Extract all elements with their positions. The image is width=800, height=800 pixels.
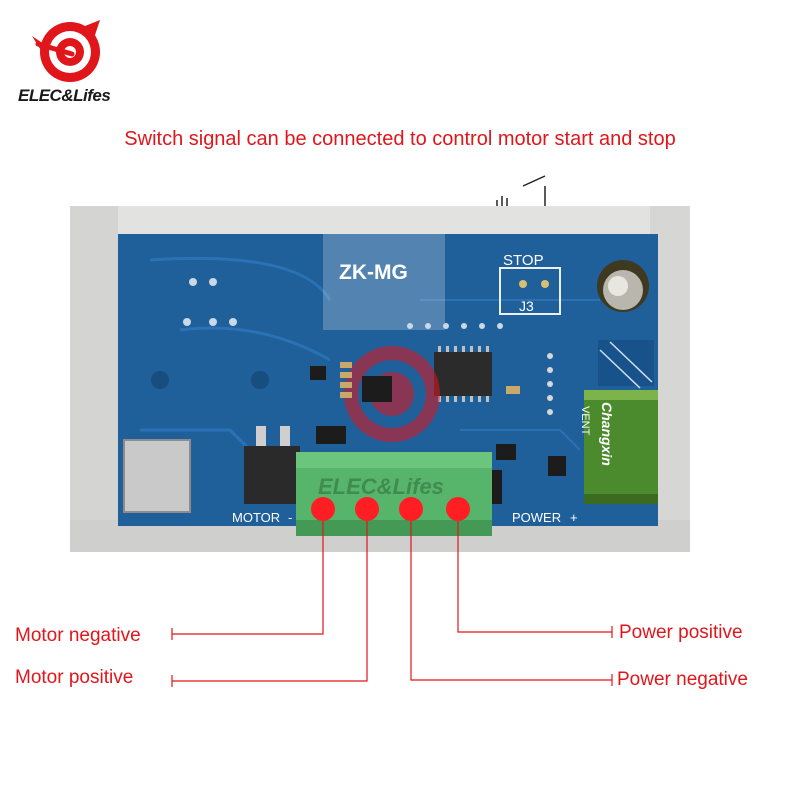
headline: Switch signal can be connected to contro… <box>124 128 676 150</box>
brand-name: ELEC&Lifes <box>18 86 111 105</box>
stop-label: STOP <box>503 252 544 269</box>
component-q2 <box>123 439 191 513</box>
motor-label: MOTOR <box>232 510 280 525</box>
marker-power-positive <box>446 497 470 521</box>
terminal-watermark: ELEC&Lifes <box>318 474 444 499</box>
ic-chip <box>434 352 492 396</box>
terminal-markers <box>311 497 470 521</box>
brand-logo-icon <box>32 20 100 82</box>
callout-power-negative: Power negative <box>617 669 748 690</box>
large-capacitor <box>584 390 658 504</box>
capacitor-brand: Changxin <box>599 402 615 466</box>
callout-motor-positive: Motor positive <box>15 667 134 688</box>
transistor-q3 <box>244 446 300 504</box>
marker-motor-positive <box>355 497 379 521</box>
power-plus-sign: + <box>570 510 578 525</box>
leader-power-negative <box>410 521 612 681</box>
board-model-label: ZK-MG <box>339 261 408 284</box>
leader-motor-negative <box>172 521 324 635</box>
leader-power-positive <box>457 521 612 633</box>
capacitor-sub: VENT <box>579 406 591 436</box>
leader-motor-positive <box>172 521 368 682</box>
power-label: POWER <box>512 510 561 525</box>
marker-power-negative <box>399 497 423 521</box>
motor-minus-sign: - <box>288 510 292 525</box>
callout-motor-negative: Motor negative <box>15 625 141 646</box>
marker-motor-negative <box>311 497 335 521</box>
case-rim-left <box>70 206 118 552</box>
callout-power-positive: Power positive <box>619 622 743 643</box>
jumper-label: J3 <box>519 298 534 314</box>
